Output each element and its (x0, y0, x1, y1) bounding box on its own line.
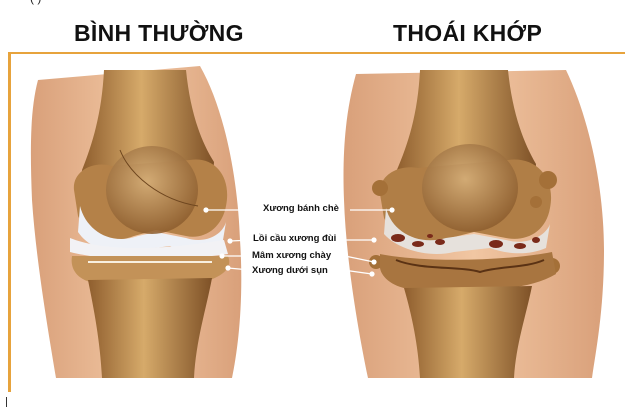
label-subchondral-bone: Xương dưới sụn (252, 265, 328, 276)
patella-normal (106, 146, 198, 234)
knee-normal (31, 66, 241, 378)
tibia-normal (88, 278, 212, 378)
label-femoral-condyle: Lồi cầu xương đùi (253, 233, 336, 244)
knee-osteoarthritis (344, 70, 605, 378)
patella-oa (422, 144, 518, 232)
label-patella: Xương bánh chè (263, 203, 339, 214)
label-tibial-plateau: Mâm xương chày (252, 250, 331, 261)
tibia-oa (404, 286, 532, 378)
tibial-plateau-normal (72, 256, 230, 282)
